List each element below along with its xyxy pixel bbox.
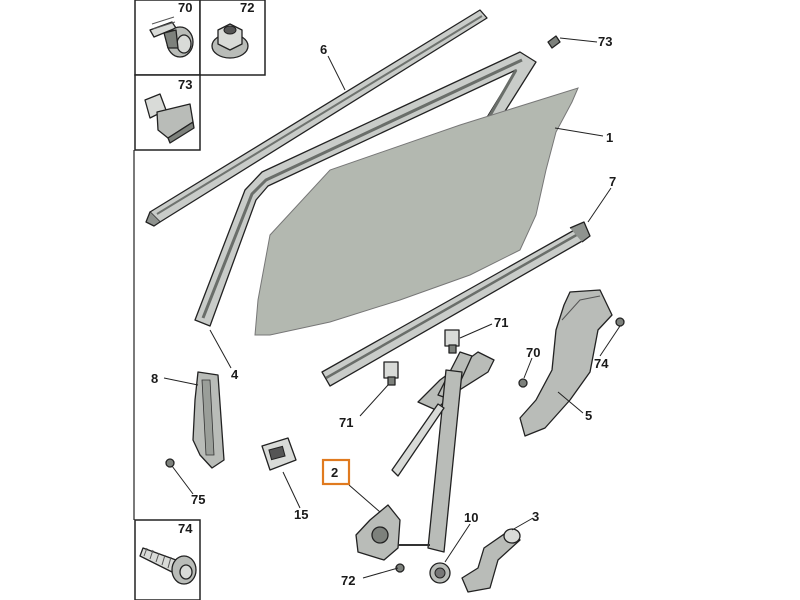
leader-lines	[163, 37, 621, 579]
callout-75: 75	[191, 492, 205, 507]
inset-box-72[interactable]: 72	[199, 0, 266, 76]
callout-2-highlight-box	[321, 458, 351, 486]
inset-box-74[interactable]: 74	[134, 519, 201, 600]
inset-box-73-label: 73	[178, 77, 192, 92]
callout-5: 5	[585, 408, 592, 423]
part-70-fastener[interactable]	[518, 378, 528, 388]
part-6-weatherstrip[interactable]	[145, 9, 488, 227]
inset-box-72-label: 72	[240, 0, 254, 15]
callout-6: 6	[320, 42, 327, 57]
part-75-fastener[interactable]	[165, 458, 175, 468]
callout-73: 73	[598, 34, 612, 49]
part-7-glass-channel[interactable]	[321, 221, 591, 387]
part-8-bracket[interactable]	[192, 371, 225, 469]
part-5-door-trim-support[interactable]	[519, 289, 613, 437]
callout-72: 72	[341, 573, 355, 588]
part-72-fastener[interactable]	[395, 563, 405, 573]
callout-2[interactable]: 2	[331, 465, 338, 480]
part-1-window-glass[interactable]	[254, 87, 579, 336]
part-10-bushing[interactable]	[429, 562, 451, 584]
inset-box-70[interactable]: 70	[134, 0, 201, 76]
callout-4: 4	[231, 367, 239, 382]
inset-box-74-label: 74	[178, 521, 193, 536]
part-71-clip-lower[interactable]	[383, 361, 399, 386]
callout-1: 1	[606, 130, 613, 145]
screw-with-washer-icon	[149, 16, 194, 58]
flange-nut-icon	[211, 23, 249, 59]
callout-71-lower: 71	[339, 415, 353, 430]
self-tapping-screw-icon	[139, 547, 197, 585]
callout-70: 70	[526, 345, 540, 360]
callout-8: 8	[151, 371, 158, 386]
part-74-fastener[interactable]	[615, 317, 625, 327]
callout-3: 3	[532, 509, 539, 524]
callout-71-upper: 71	[494, 315, 508, 330]
clip-fastener-icon	[144, 93, 195, 144]
part-3-window-crank[interactable]	[461, 528, 521, 593]
inset-box-70-label: 70	[178, 0, 192, 15]
callout-15: 15	[294, 507, 308, 522]
part-71-clip-upper[interactable]	[444, 329, 460, 354]
part-15-switch[interactable]	[261, 437, 297, 471]
callout-74: 74	[594, 356, 609, 371]
part-2-window-regulator[interactable]	[355, 351, 495, 561]
inset-box-73[interactable]: 73	[134, 74, 201, 151]
callout-10: 10	[464, 510, 478, 525]
part-73-fastener[interactable]	[547, 35, 561, 49]
callout-7: 7	[609, 174, 616, 189]
